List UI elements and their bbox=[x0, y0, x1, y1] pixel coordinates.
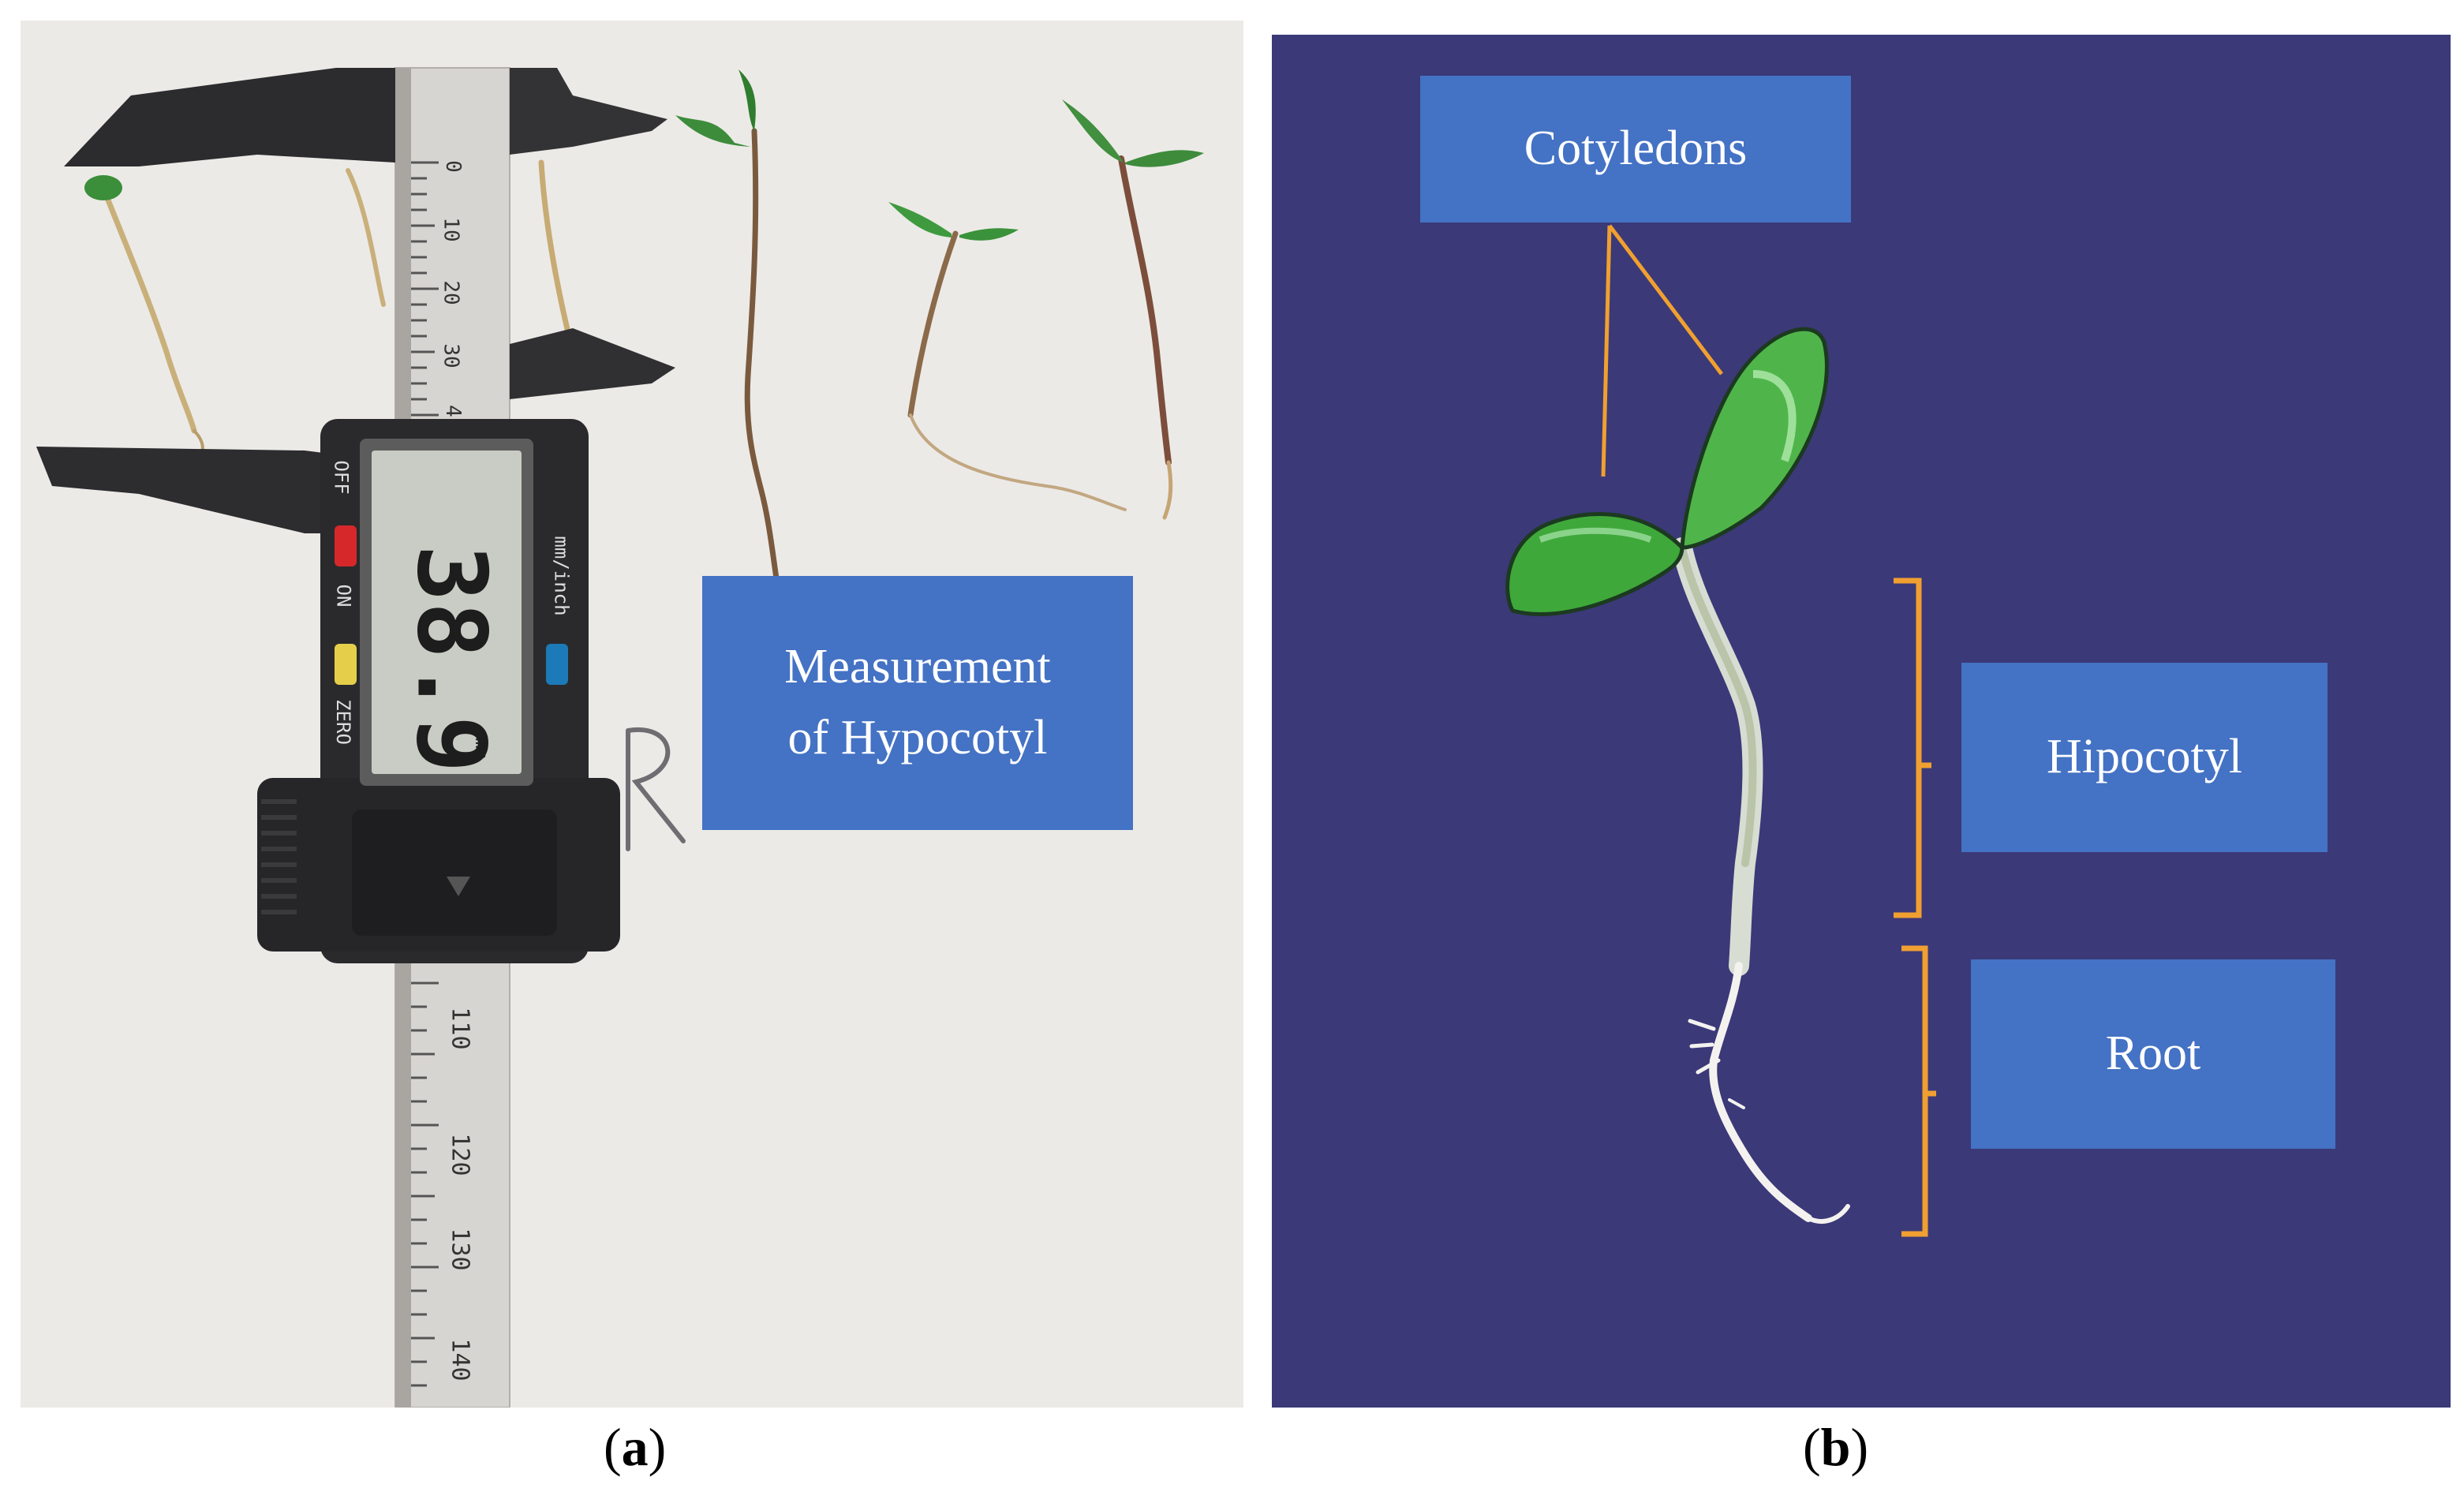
measurement-label: Measurement of Hypocotyl bbox=[702, 576, 1133, 830]
caliper-lower-jaw bbox=[36, 447, 399, 533]
lcd-reading: 38.9 bbox=[395, 544, 506, 773]
scale-tick-140: 140 bbox=[446, 1338, 474, 1381]
scale-tick-10: 10 bbox=[439, 217, 463, 242]
zero-button bbox=[335, 644, 357, 685]
hypocotyl-label: Hipocotyl bbox=[1961, 663, 2328, 852]
caption-a-letter: a bbox=[621, 1417, 649, 1477]
zero-label: ZERO bbox=[331, 699, 354, 745]
off-button bbox=[335, 525, 357, 566]
cotyledons-pointer bbox=[1601, 224, 1723, 477]
scale-tick-20: 20 bbox=[439, 280, 463, 305]
on-label: ON bbox=[332, 584, 355, 608]
caliper-body bbox=[257, 419, 620, 963]
seedling-illustration bbox=[1505, 224, 1936, 1237]
lcd-unit: mm bbox=[470, 738, 491, 759]
caliper-upper-jaw bbox=[64, 68, 395, 166]
unit-switch-label: mm/inch bbox=[550, 536, 573, 616]
off-label: OFF bbox=[330, 460, 353, 495]
hypocotyl-bracket bbox=[1894, 578, 1931, 918]
cotyledon-leaves bbox=[84, 69, 1204, 241]
root-bracket bbox=[1901, 945, 1936, 1237]
root bbox=[1688, 962, 1850, 1224]
scale-tick-4: 4 bbox=[440, 405, 465, 417]
scale-tick-0: 0 bbox=[440, 160, 465, 173]
scale-tick-120: 120 bbox=[446, 1133, 474, 1176]
panel-b-photo: Cotyledons Hipocotyl Root bbox=[1272, 35, 2451, 1408]
root-label: Root bbox=[1971, 959, 2335, 1149]
caption-a: (a) bbox=[604, 1417, 667, 1477]
caliper-photo-illustration bbox=[36, 67, 1204, 1408]
cotyledons bbox=[1505, 327, 1829, 616]
unit-button bbox=[546, 644, 568, 685]
caption-b: (b) bbox=[1803, 1417, 1869, 1477]
scale-tick-110: 110 bbox=[446, 1007, 474, 1050]
measurement-label-line2: of Hypocotyl bbox=[787, 711, 1048, 765]
scale-tick-30: 30 bbox=[439, 343, 463, 368]
scale-tick-130: 130 bbox=[446, 1228, 474, 1271]
cotyledons-label: Cotyledons bbox=[1420, 76, 1851, 222]
lcd-screen bbox=[372, 451, 522, 774]
panel-a-photo: 38.9 mm OFF ON ZERO mm/inch 0 10 20 30 4… bbox=[21, 21, 1243, 1408]
measurement-label-line1: Measurement bbox=[784, 640, 1051, 694]
handwritten-letter bbox=[626, 727, 686, 851]
hypocotyl-stem bbox=[1672, 537, 1763, 976]
caption-b-letter: b bbox=[1820, 1417, 1851, 1477]
